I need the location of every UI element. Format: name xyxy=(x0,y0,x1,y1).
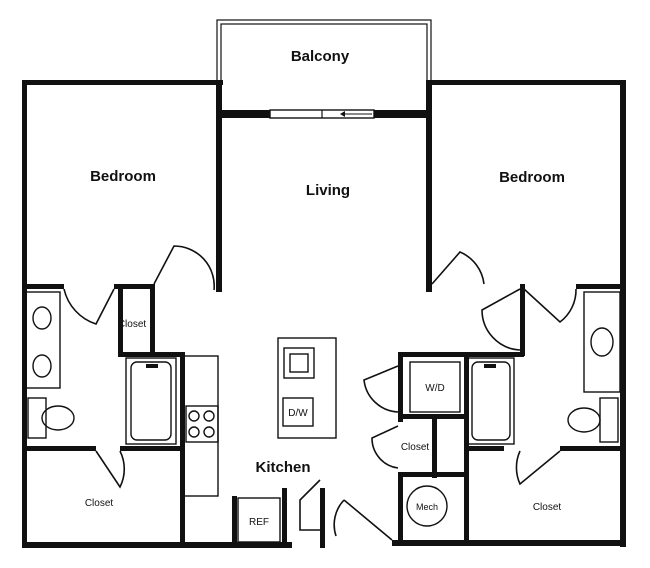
kitchen-counter xyxy=(183,355,219,497)
left-bathroom xyxy=(25,291,177,445)
washer-dryer-label: W/D xyxy=(425,383,444,394)
mech-closet-icon xyxy=(406,485,448,527)
toilet-tank-icon xyxy=(27,397,47,439)
bathtub-icon xyxy=(467,357,515,445)
doors xyxy=(63,245,577,541)
closet-label: Closet xyxy=(118,319,147,330)
toilet-bowl-icon xyxy=(41,405,75,431)
refrigerator xyxy=(237,497,281,543)
bedroom-left-label: Bedroom xyxy=(90,168,156,185)
refrigerator-label: REF xyxy=(249,517,269,528)
bathtub-icon xyxy=(125,357,177,445)
vanity-counter xyxy=(583,291,621,393)
kitchen-island xyxy=(277,337,337,439)
right-bathroom xyxy=(467,291,621,445)
vanity-counter xyxy=(25,291,61,389)
cooktop-icon xyxy=(185,405,219,443)
mech-label: Mech xyxy=(416,502,438,512)
dishwasher-label: D/W xyxy=(288,408,308,419)
closet-label: Closet xyxy=(401,442,430,453)
interior-walls xyxy=(22,80,624,548)
sink-icon xyxy=(590,327,614,357)
closet-label: Closet xyxy=(533,502,562,513)
dishwasher xyxy=(282,397,314,427)
washer-dryer xyxy=(409,361,461,413)
living-label: Living xyxy=(306,182,350,199)
kitchen-label: Kitchen xyxy=(255,459,310,476)
closet-label: Closet xyxy=(85,498,114,509)
sink-icon xyxy=(283,347,315,379)
sink-icon xyxy=(32,306,52,330)
bedroom-right-label: Bedroom xyxy=(499,169,565,186)
sink-icon xyxy=(32,354,52,378)
balcony-label: Balcony xyxy=(291,48,350,65)
balcony xyxy=(216,19,432,119)
kitchen xyxy=(183,337,461,543)
toilet-tank-icon xyxy=(599,397,619,443)
toilet-bowl-icon xyxy=(567,407,601,433)
exterior-walls xyxy=(22,80,626,548)
